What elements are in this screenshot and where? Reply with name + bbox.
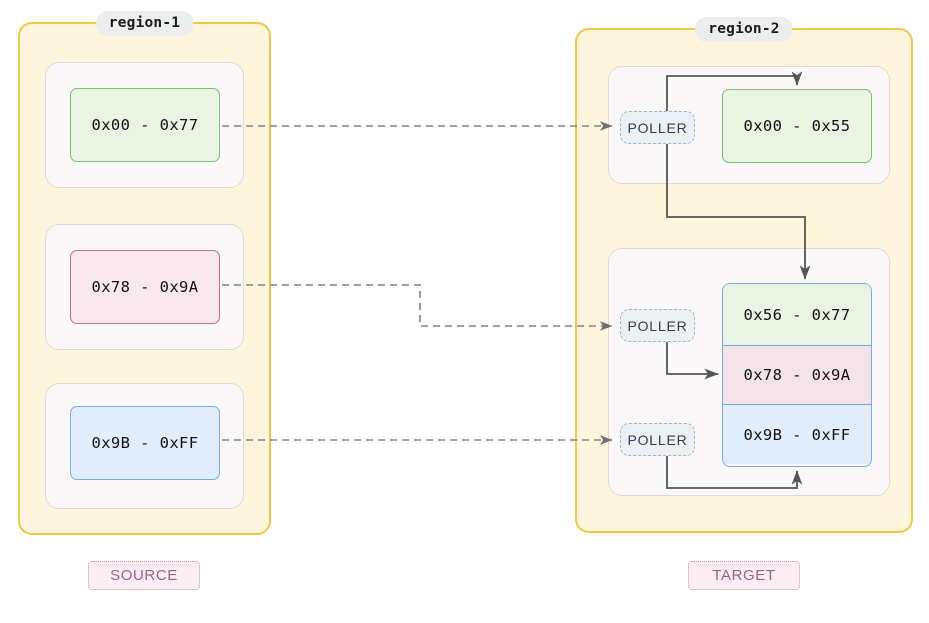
target-seg-0x56-0x77[interactable]: 0x56 - 0x77	[723, 284, 871, 345]
poller-3[interactable]: POLLER	[620, 423, 695, 456]
target-seg-0x9B-0xFF[interactable]: 0x9B - 0xFF	[723, 405, 871, 464]
target-block-0x00-0x55[interactable]: 0x00 - 0x55	[722, 89, 872, 163]
source-block-0x9B-0xFF[interactable]: 0x9B - 0xFF	[70, 406, 220, 480]
region-2-label: region-2	[695, 17, 793, 42]
connector-src2-to-poller2	[222, 284, 613, 331]
source-block-0x00-0x77[interactable]: 0x00 - 0x77	[70, 88, 220, 162]
source-tag: SOURCE	[88, 561, 200, 590]
target-stack[interactable]: 0x56 - 0x77 0x78 - 0x9A 0x9B - 0xFF	[722, 283, 872, 467]
region-1-label: region-1	[95, 11, 194, 36]
poller-1[interactable]: POLLER	[620, 111, 695, 144]
poller-2[interactable]: POLLER	[620, 309, 695, 342]
target-tag: TARGET	[688, 561, 800, 590]
source-block-0x78-0x9A[interactable]: 0x78 - 0x9A	[70, 250, 220, 324]
target-seg-0x78-0x9A[interactable]: 0x78 - 0x9A	[723, 345, 871, 405]
